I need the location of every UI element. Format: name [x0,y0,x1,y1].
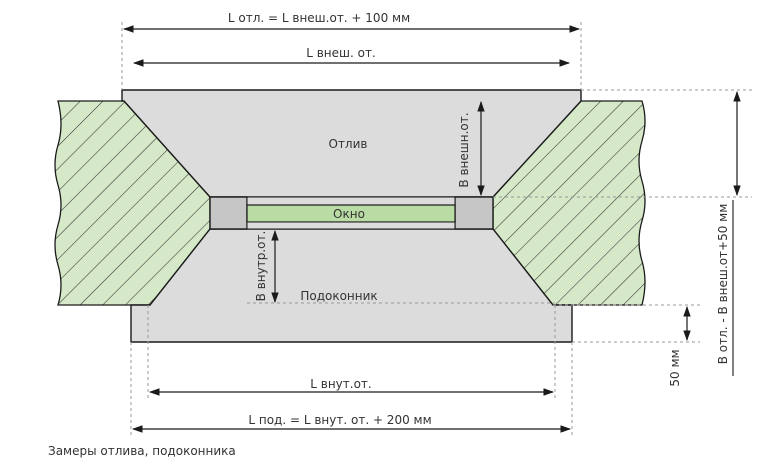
window-inner-strip [246,221,456,230]
window-outer-strip [246,196,456,206]
guide-lines [121,22,752,436]
dimension-arrows [122,25,741,433]
label-l-vnut: L внут.от. [310,377,371,391]
label-l-otl: L отл. = L внеш.от. + 100 мм [228,11,410,25]
label-50mm: 50 мм [668,349,682,386]
label-l-vnesh: L внеш. от. [306,46,376,60]
label-b-vnutr: B внутр.от. [254,231,268,302]
label-b-vnesh: B внешн.от. [457,112,471,187]
left-wall [54,100,211,306]
figure-caption: Замеры отлива, подоконника [48,444,236,458]
label-l-pod: L под. = L внут. от. + 200 мм [248,413,431,427]
label-b-otl: B отл. - B внеш.от+50 мм [716,204,730,365]
podokonnik-slab [130,228,573,343]
window-frame-left [209,196,248,230]
right-wall [492,100,646,306]
label-otliv: Отлив [329,137,368,151]
label-okno: Окно [333,207,365,221]
window-frame-right [454,196,494,230]
label-podokonnik: Подоконник [300,289,377,303]
